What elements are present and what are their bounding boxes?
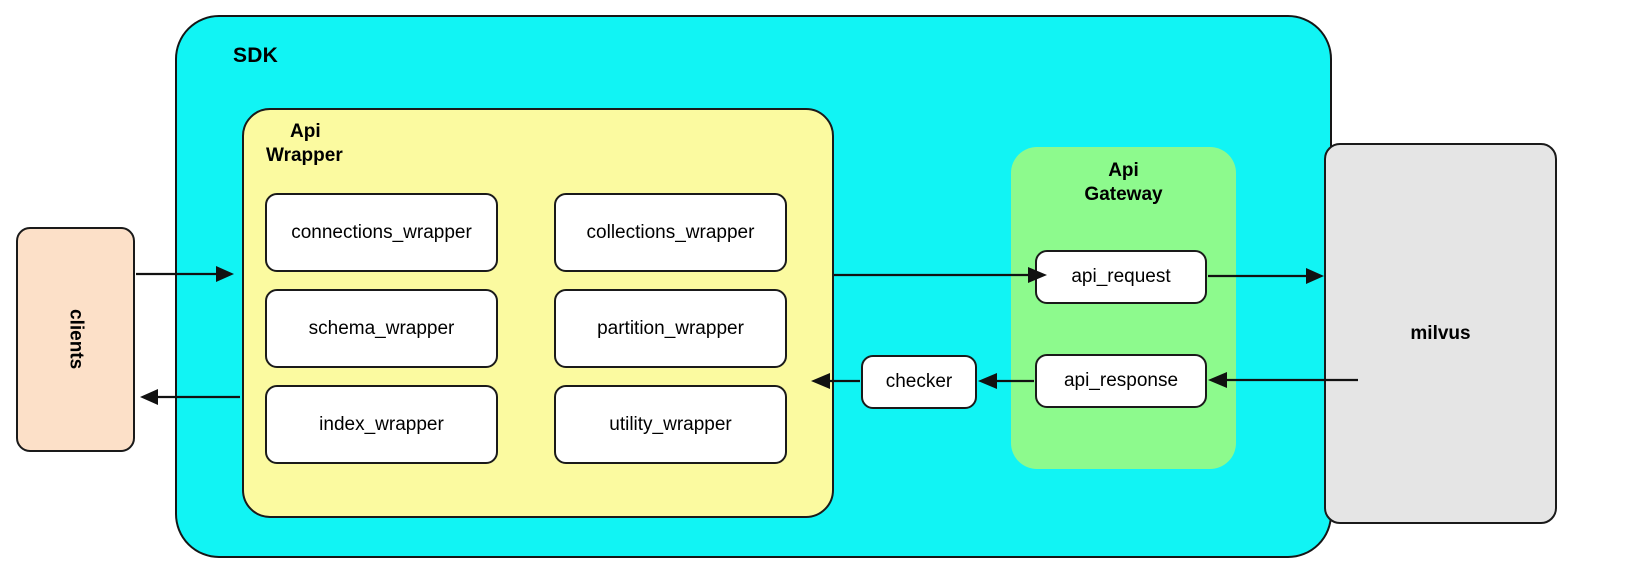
api-gateway-label-line1: Api [1108,160,1139,181]
node-checker[interactable]: checker [861,355,977,409]
node-clients[interactable]: clients [16,227,135,452]
sdk-label: SDK [233,44,278,67]
api-gateway-label-line2: Gateway [1084,183,1163,205]
clients-label: clients [65,309,87,370]
node-index-wrapper[interactable]: index_wrapper [265,385,498,464]
node-utility-wrapper[interactable]: utility_wrapper [554,385,787,464]
node-milvus[interactable]: milvus [1324,143,1557,524]
node-api-request[interactable]: api_request [1035,250,1207,304]
api-gateway-label: Api Gateway [1021,159,1226,207]
node-api-response[interactable]: api_response [1035,354,1207,408]
node-partition-wrapper[interactable]: partition_wrapper [554,289,787,368]
node-collections-wrapper[interactable]: collections_wrapper [554,193,787,272]
api-wrapper-label-line1: Api [290,121,321,142]
api-wrapper-label: Api Wrapper [266,120,406,167]
node-connections-wrapper[interactable]: connections_wrapper [265,193,498,272]
node-schema-wrapper[interactable]: schema_wrapper [265,289,498,368]
api-gateway-container: Api Gateway [1011,147,1236,469]
api-wrapper-label-line2: Wrapper [266,144,343,166]
